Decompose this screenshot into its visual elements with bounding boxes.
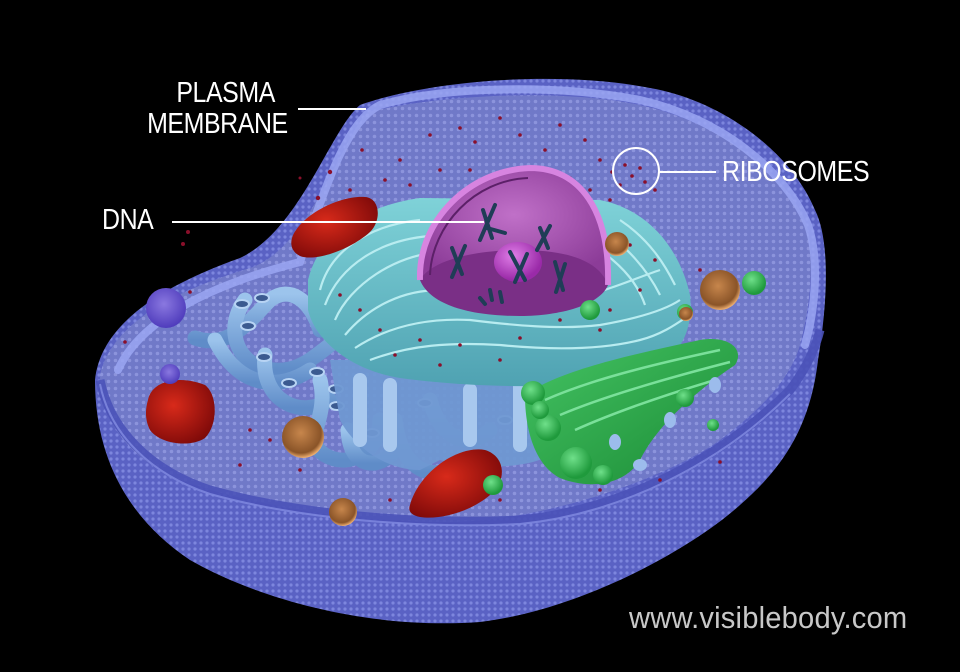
leader-line-dna (172, 221, 484, 223)
watermark-url: www.visiblebody.com (629, 600, 908, 635)
label-plasma-membrane-line2: MEMBRANE (147, 108, 288, 140)
peroxisomes (146, 288, 186, 384)
nucleolus (494, 242, 542, 282)
label-plasma-membrane-line1: PLASMA (176, 77, 275, 109)
nuclear-envelope (416, 164, 612, 286)
membrane-rim (114, 85, 820, 374)
ribosomes-highlight-circle (612, 147, 660, 195)
label-dna: DNA (102, 204, 154, 236)
chromosomes (450, 203, 567, 306)
leader-line-ribosomes (658, 171, 716, 173)
label-ribosomes: RIBOSOMES (722, 156, 870, 188)
nucleus-dome (419, 168, 609, 285)
label-plasma-membrane: PLASMA MEMBRANE (147, 77, 288, 140)
mitochondria (145, 196, 502, 518)
leader-line-plasma-membrane (298, 108, 366, 110)
membrane-rim-lower (95, 328, 825, 526)
lysosomes (282, 232, 740, 526)
